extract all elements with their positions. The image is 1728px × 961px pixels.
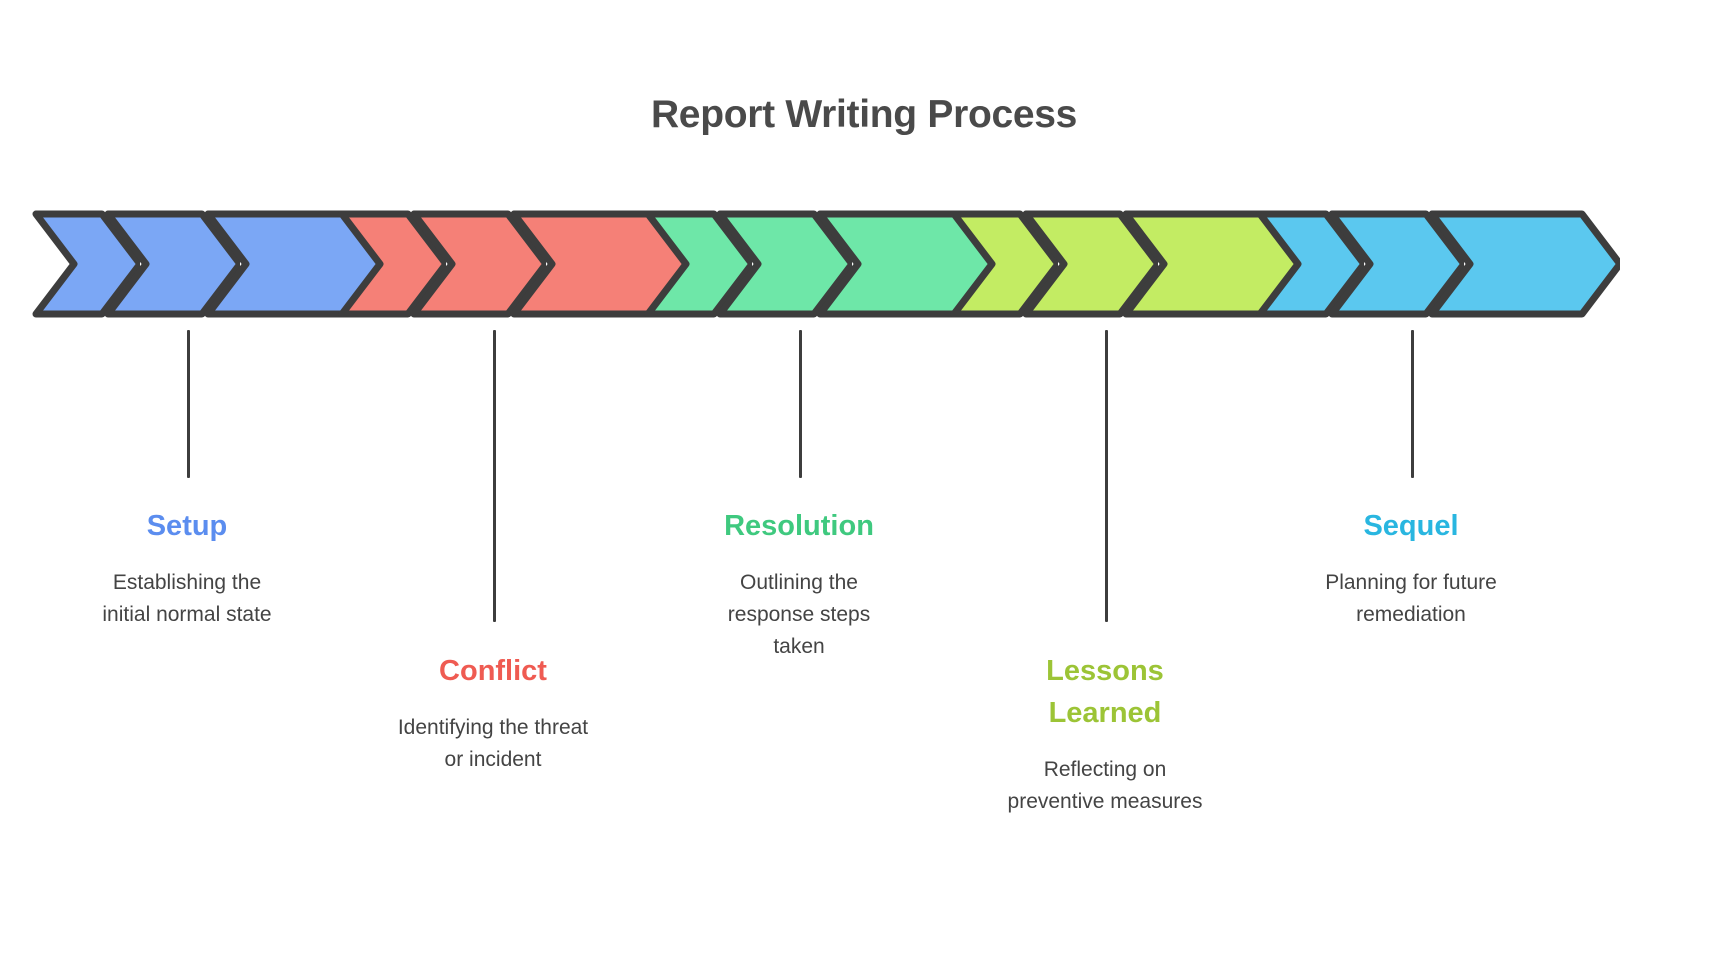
chevron-arrow-icon — [950, 210, 1058, 318]
stage-title-conflict: Conflict — [439, 655, 547, 687]
chevron-arrow-icon — [32, 210, 140, 318]
chevron-group-lessons-learned — [950, 210, 1314, 320]
chevron-group-setup — [32, 210, 396, 320]
chevron-arrow-icon — [1428, 210, 1620, 318]
connector-line-conflict — [493, 330, 496, 622]
stage-description-setup: Establishing the initial normal state — [102, 571, 272, 626]
chevron-group-conflict — [338, 210, 702, 320]
stage-description-resolution: Outlining the response steps taken — [727, 571, 871, 658]
chevron-arrow-icon — [716, 210, 852, 318]
chevron-group-sequel — [1256, 210, 1620, 320]
stage-description-sequel: Planning for future remediation — [1325, 571, 1497, 626]
stage-title-sequel: Sequel — [1363, 510, 1459, 542]
chevron-arrow-icon — [1256, 210, 1364, 318]
page-title: Report Writing Process — [650, 93, 1078, 136]
connector-line-sequel — [1411, 330, 1414, 478]
stage-title-resolution: Resolution — [724, 510, 874, 542]
chevron-arrow-icon — [338, 210, 446, 318]
chevron-arrow-icon — [1022, 210, 1158, 318]
chevron-group-resolution — [644, 210, 1008, 320]
chevron-arrow-icon — [104, 210, 240, 318]
stage-title-setup: Setup — [146, 510, 228, 542]
chevron-arrow-icon — [1328, 210, 1464, 318]
connector-line-resolution — [799, 330, 802, 478]
stage-description-conflict: Identifying the threat or incident — [397, 716, 589, 771]
stage-description-lessons-learned: Reflecting on preventive measures — [1007, 758, 1203, 813]
stage-title-lessons-learned: Lessons Learned — [1046, 655, 1164, 730]
connector-line-lessons-learned — [1105, 330, 1108, 622]
chevron-arrow-icon — [644, 210, 752, 318]
chevron-arrow-icon — [410, 210, 546, 318]
connector-line-setup — [187, 330, 190, 478]
